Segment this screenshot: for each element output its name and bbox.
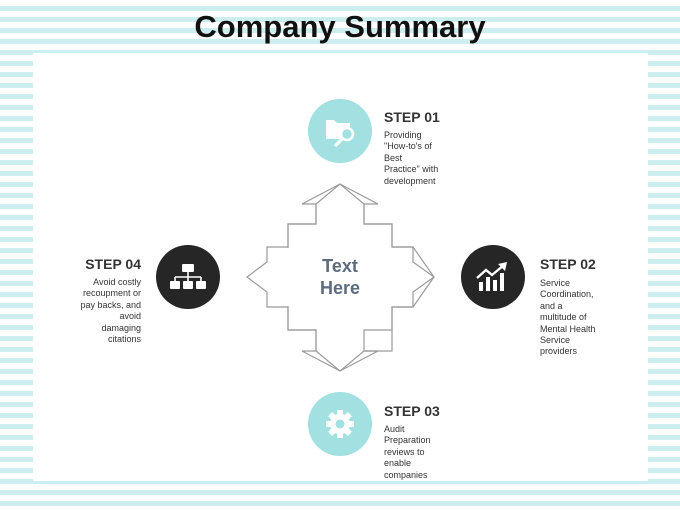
step-01-line: Practice" with: [384, 164, 439, 175]
step-04-line: recoupment or: [82, 288, 141, 299]
step-04-line: pay backs, and: [80, 299, 141, 310]
center-text-line-1: Text: [322, 256, 358, 276]
step-01-line: Providing: [384, 130, 422, 140]
four-way-arrow-outline: [246, 183, 436, 372]
step-02-line: providers: [540, 346, 578, 357]
step-03-circle: [308, 392, 372, 456]
step-01-line: Best: [384, 152, 403, 163]
center-text: Text Here: [300, 255, 380, 299]
step-02-line: Service: [540, 335, 571, 346]
growth-chart-icon: [476, 262, 507, 291]
step-03-line: Audit: [384, 424, 405, 434]
step-03-description: Audit Preparation reviews to enable comp…: [384, 424, 448, 481]
step-04-title: STEP 04: [85, 256, 141, 272]
step-01-line: "How-to's of: [384, 141, 432, 152]
step-03-title: STEP 03: [384, 403, 440, 419]
step-04-description: Avoid costly recoupment or pay backs, an…: [61, 277, 141, 345]
step-02-line: Service: [540, 278, 571, 288]
step-01-circle: [308, 99, 372, 163]
step-01-line: development: [384, 175, 436, 186]
org-chart-icon: [170, 264, 206, 289]
step-02-circle: [461, 245, 525, 309]
step-04-line: damaging: [101, 322, 141, 333]
gear-icon: [326, 410, 354, 438]
step-02-line: Coordination,: [540, 289, 594, 300]
step-04-line: Avoid costly: [93, 277, 141, 287]
step-02-line: multitude of: [540, 312, 587, 323]
step-02-line: and a: [540, 300, 563, 311]
step-02-description: Service Coordination, and a multitude of…: [540, 278, 612, 358]
step-03-line: companies: [384, 469, 428, 480]
step-04-line: citations: [107, 334, 141, 345]
step-03-line: Preparation: [384, 435, 431, 446]
step-02-title: STEP 02: [540, 256, 596, 272]
page-title: Company Summary: [194, 9, 486, 44]
center-text-line-2: Here: [319, 278, 361, 298]
step-03-line: enable: [384, 458, 412, 469]
step-03-line: reviews to: [384, 446, 425, 457]
step-04-circle: [156, 245, 220, 309]
step-01-title: STEP 01: [384, 109, 440, 125]
step-01-description: Providing "How-to's of Best Practice" wi…: [384, 130, 448, 187]
folder-search-icon: [326, 120, 355, 147]
step-02-line: Mental Health: [540, 323, 596, 334]
step-04-line: avoid: [119, 311, 141, 322]
